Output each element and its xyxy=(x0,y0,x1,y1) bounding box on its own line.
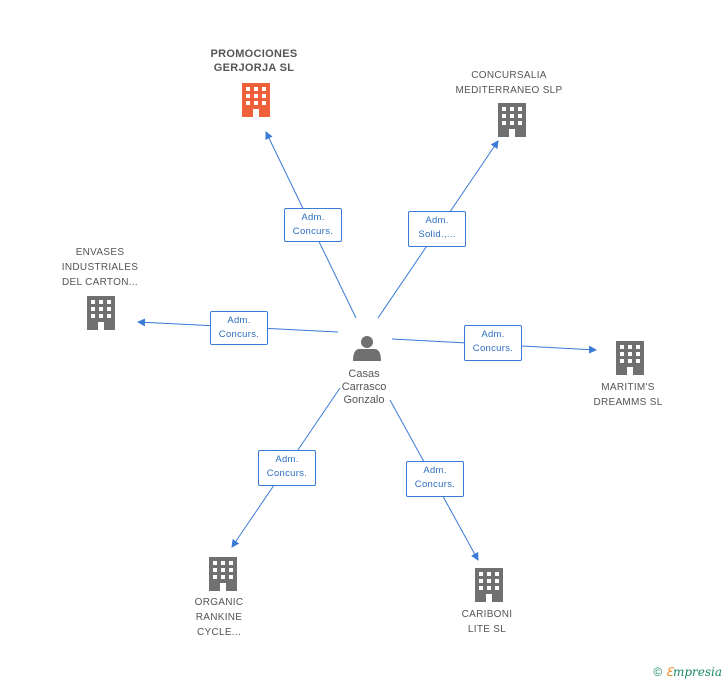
role-box-envases[interactable]: Adm. Concurs. xyxy=(210,311,268,345)
building-icon-maritims[interactable] xyxy=(616,341,644,375)
company-label-envases[interactable]: ENVASES INDUSTRIALES DEL CARTON... xyxy=(61,247,139,288)
brand-name: mpresia xyxy=(672,665,722,679)
empresia-brand[interactable]: © ℇmpresia xyxy=(653,665,722,679)
role-box-concursalia[interactable]: Adm. Solid.,... xyxy=(408,211,466,247)
company-label-organic[interactable]: ORGANIC RANKINE CYCLE... xyxy=(194,597,244,638)
role-box-maritims[interactable]: Adm. Concurs. xyxy=(464,325,522,361)
company-label-promociones[interactable]: PROMOCIONES GERJORJA SL xyxy=(210,48,298,74)
company-label-maritims[interactable]: MARITIM'S DREAMMS SL xyxy=(593,382,663,408)
company-label-cariboni[interactable]: CARIBONI LITE SL xyxy=(461,609,513,635)
building-icon-organic[interactable] xyxy=(209,557,237,591)
role-box-organic[interactable]: Adm. Concurs. xyxy=(258,450,316,486)
building-icon-envases[interactable] xyxy=(87,296,115,330)
copyright-icon: © xyxy=(653,665,663,679)
person-name[interactable]: Casas Carrasco Gonzalo xyxy=(341,368,387,406)
person-icon[interactable] xyxy=(353,336,381,361)
building-icon-concursalia[interactable] xyxy=(498,103,526,137)
company-label-concursalia[interactable]: CONCURSALIA MEDITERRANEO SLP xyxy=(455,70,563,96)
empresia-logo-icon: ℇ xyxy=(665,665,673,679)
role-box-cariboni[interactable]: Adm. Concurs. xyxy=(406,461,464,497)
building-icon-promociones[interactable] xyxy=(242,83,270,117)
role-box-promociones[interactable]: Adm. Concurs. xyxy=(284,208,342,242)
building-icon-cariboni[interactable] xyxy=(475,568,503,602)
